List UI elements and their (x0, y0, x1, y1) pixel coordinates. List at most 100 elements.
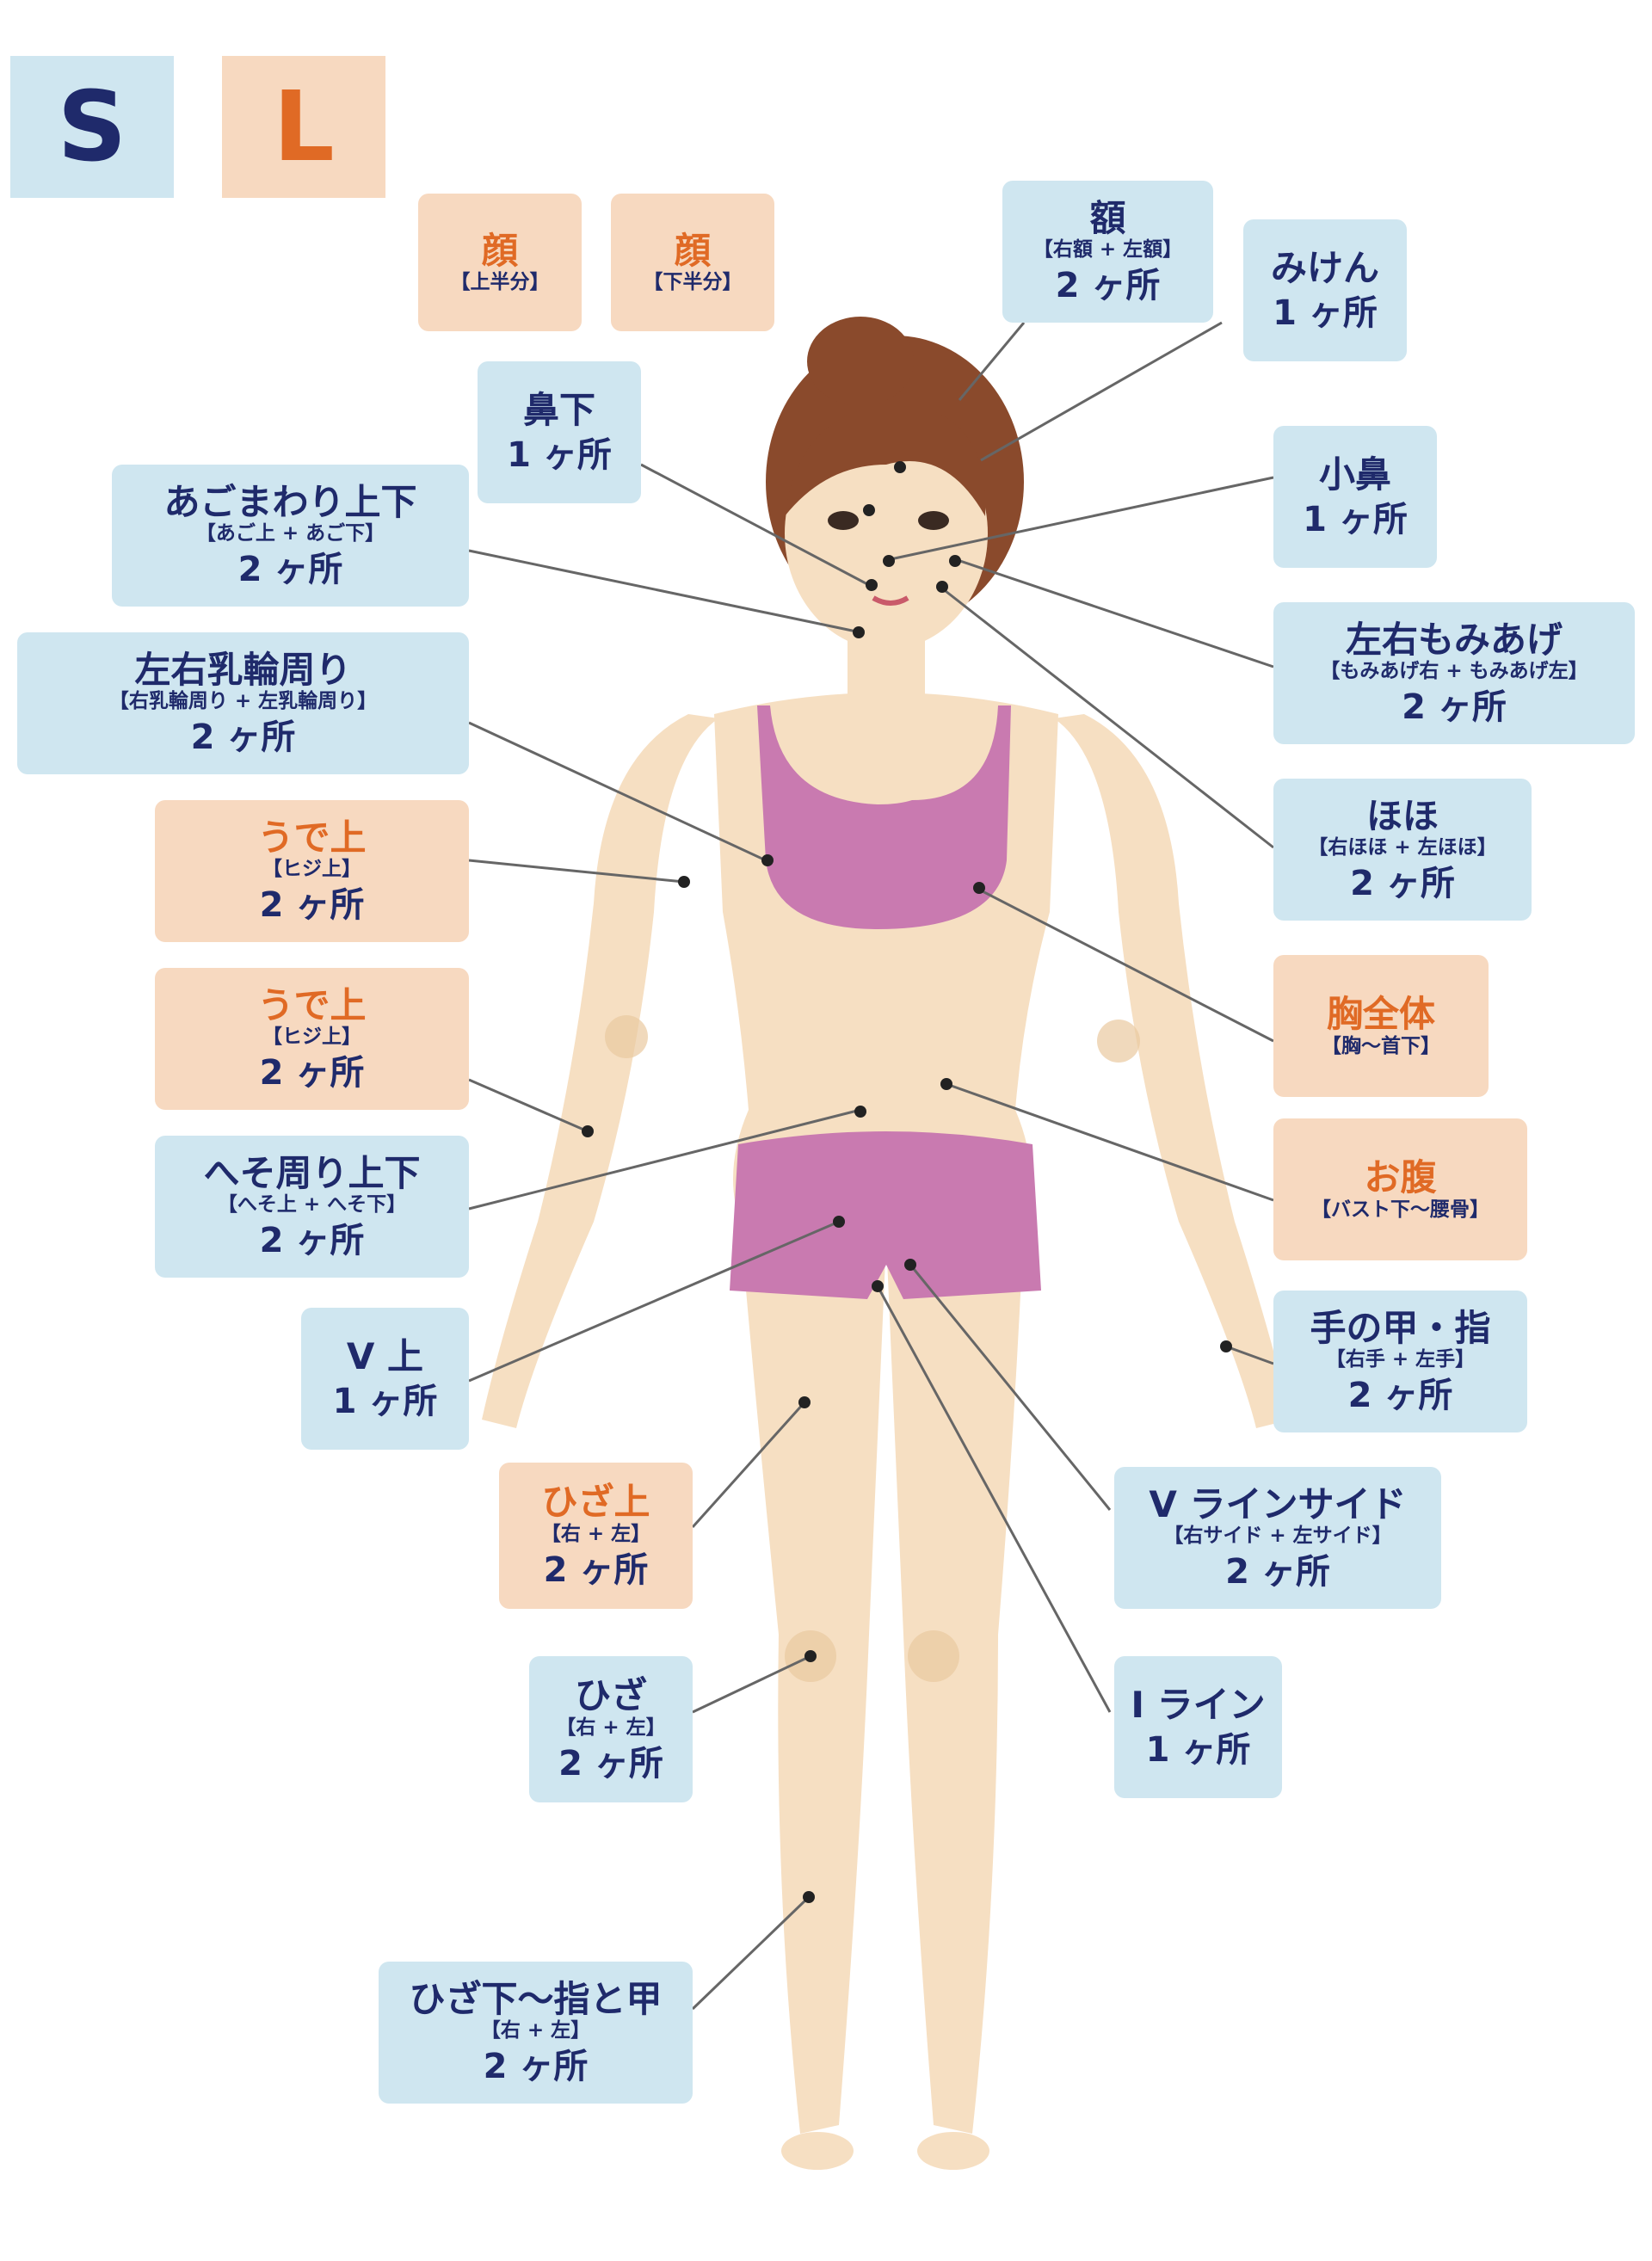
label-count: 2 ヶ所 (259, 1053, 365, 1093)
label-sub: 【右 + 左】 (556, 1716, 666, 1739)
label-under-nose: 鼻下 1 ヶ所 (478, 361, 641, 503)
label-sub: 【あご上 + あご下】 (195, 522, 385, 545)
label-chest: 胸全体 【胸〜首下】 (1273, 955, 1489, 1097)
label-count: 1 ヶ所 (332, 1381, 438, 1421)
label-count: 2 ヶ所 (1347, 1376, 1453, 1415)
label-title: V ラインサイド (1149, 1482, 1407, 1525)
label-face-lower: 顔 【下半分】 (611, 194, 774, 331)
label-face-upper: 顔 【上半分】 (418, 194, 582, 331)
label-count: 1 ヶ所 (1303, 499, 1408, 539)
leader-hands (1225, 1345, 1274, 1365)
label-title: 顔 (674, 229, 711, 272)
label-count: 2 ヶ所 (1350, 864, 1455, 903)
label-sub: 【へそ上 + へそ下】 (217, 1193, 407, 1217)
label-title: ひざ (574, 1674, 647, 1717)
leader-knee (692, 1654, 811, 1714)
leader-belly (946, 1082, 1274, 1202)
label-title: ほほ (1365, 794, 1439, 837)
label-navel: へそ周り上下 【へそ上 + へそ下】 2 ヶ所 (155, 1136, 469, 1278)
label-count: 2 ヶ所 (558, 1743, 663, 1784)
label-title: ひざ下〜指と甲 (409, 1977, 663, 2020)
label-areola: 左右乳輪周り 【右乳輪周り + 左乳輪周り】 2 ヶ所 (17, 632, 469, 774)
label-title: うで上 (257, 816, 367, 859)
label-v-upper: V 上 1 ヶ所 (301, 1308, 469, 1450)
leader-i-line (876, 1285, 1112, 1713)
label-knee: ひざ 【右 + 左】 2 ヶ所 (529, 1656, 693, 1802)
label-sub: 【胸〜首下】 (1322, 1034, 1440, 1057)
label-count: 2 ヶ所 (237, 550, 343, 589)
leader-lines (468, 321, 1274, 2011)
label-title: 胸全体 (1326, 993, 1435, 1036)
leader-forehead (958, 322, 1026, 401)
label-sub: 【右 + 左】 (540, 1522, 651, 1545)
label-title: 額 (1089, 196, 1126, 239)
label-count: 2 ヶ所 (259, 885, 365, 925)
label-count: 1 ヶ所 (507, 434, 612, 475)
label-above-knee: ひざ上 【右 + 左】 2 ヶ所 (499, 1463, 693, 1609)
label-sub: 【上半分】 (450, 271, 550, 294)
leader-areola (468, 721, 767, 862)
label-sub: 【右乳輪周り + 左乳輪周り】 (108, 690, 378, 713)
label-forehead: 額 【右額 + 左額】 2 ヶ所 (1002, 181, 1213, 323)
label-title: 顔 (481, 229, 518, 272)
label-nose-wing: 小鼻 1 ヶ所 (1273, 426, 1437, 568)
label-title: 小鼻 (1318, 453, 1391, 496)
label-sub: 【右額 + 左額】 (1032, 238, 1183, 262)
label-title: 左右乳輪周り (134, 648, 352, 691)
legend-s: S (10, 56, 174, 198)
leader-under-nose (640, 463, 870, 587)
label-title: あごまわり上下 (163, 480, 417, 523)
label-title: みけん (1270, 247, 1379, 290)
leader-nose-wing (890, 476, 1274, 561)
label-sub: 【右手 + 左手】 (1325, 1348, 1476, 1371)
label-sub: 【バスト下〜腰骨】 (1311, 1198, 1489, 1221)
label-sub: 【もみあげ右 + もみあげ左】 (1320, 660, 1588, 683)
point-markers (582, 461, 1232, 1903)
label-count: 2 ヶ所 (259, 1221, 365, 1260)
leader-lower-leg (691, 1895, 811, 2011)
label-sub: 【右サイド + 左サイド】 (1163, 1525, 1392, 1548)
label-jaw: あごまわり上下 【あご上 + あご下】 2 ヶ所 (112, 465, 469, 607)
label-sideburns: 左右もみあげ 【もみあげ右 + もみあげ左】 2 ヶ所 (1273, 602, 1635, 744)
label-sub: 【右ほほ + 左ほほ】 (1308, 836, 1497, 859)
leader-v-upper (468, 1220, 840, 1383)
woman-figure (482, 317, 1291, 2170)
label-count: 2 ヶ所 (483, 2047, 589, 2086)
label-lower-leg: ひざ下〜指と甲 【右 + 左】 2 ヶ所 (379, 1962, 693, 2104)
leader-upper-arm-2 (468, 1078, 589, 1133)
label-title: うで上 (257, 983, 367, 1026)
label-sub: 【ヒジ上】 (262, 858, 361, 881)
label-sub: 【ヒジ上】 (262, 1026, 361, 1049)
label-i-line: I ライン 1 ヶ所 (1114, 1656, 1282, 1798)
label-count: 2 ヶ所 (1055, 266, 1161, 305)
label-title: へそ周り上下 (203, 1151, 421, 1194)
label-belly: お腹 【バスト下〜腰骨】 (1273, 1118, 1527, 1260)
legend-l: L (222, 56, 385, 198)
label-title: ひざ上 (541, 1481, 650, 1524)
leader-sideburns (954, 558, 1274, 668)
label-hands: 手の甲・指 【右手 + 左手】 2 ヶ所 (1273, 1291, 1527, 1432)
label-title: I ライン (1131, 1684, 1266, 1727)
label-sub: 【右 + 左】 (480, 2019, 591, 2042)
leader-v-line-side (909, 1264, 1112, 1511)
leader-chest (980, 889, 1274, 1043)
label-count: 2 ヶ所 (190, 718, 296, 757)
label-cheeks: ほほ 【右ほほ + 左ほほ】 2 ヶ所 (1273, 779, 1532, 921)
leader-navel (468, 1108, 861, 1211)
label-count: 1 ヶ所 (1273, 293, 1378, 333)
leader-upper-arm (468, 859, 685, 884)
leader-jaw (468, 549, 861, 634)
label-title: 鼻下 (522, 389, 595, 432)
label-sub: 【下半分】 (643, 271, 743, 294)
label-title: 左右もみあげ (1345, 618, 1563, 661)
label-count: 2 ヶ所 (543, 1549, 649, 1590)
label-count: 2 ヶ所 (1402, 687, 1507, 727)
leader-cheeks (937, 583, 1274, 849)
label-title: 手の甲・指 (1310, 1306, 1491, 1349)
label-title: お腹 (1364, 1156, 1437, 1199)
leader-glabella (980, 321, 1223, 462)
label-count: 1 ヶ所 (1145, 1729, 1251, 1770)
label-upper-arm: うで上 【ヒジ上】 2 ヶ所 (155, 800, 469, 942)
